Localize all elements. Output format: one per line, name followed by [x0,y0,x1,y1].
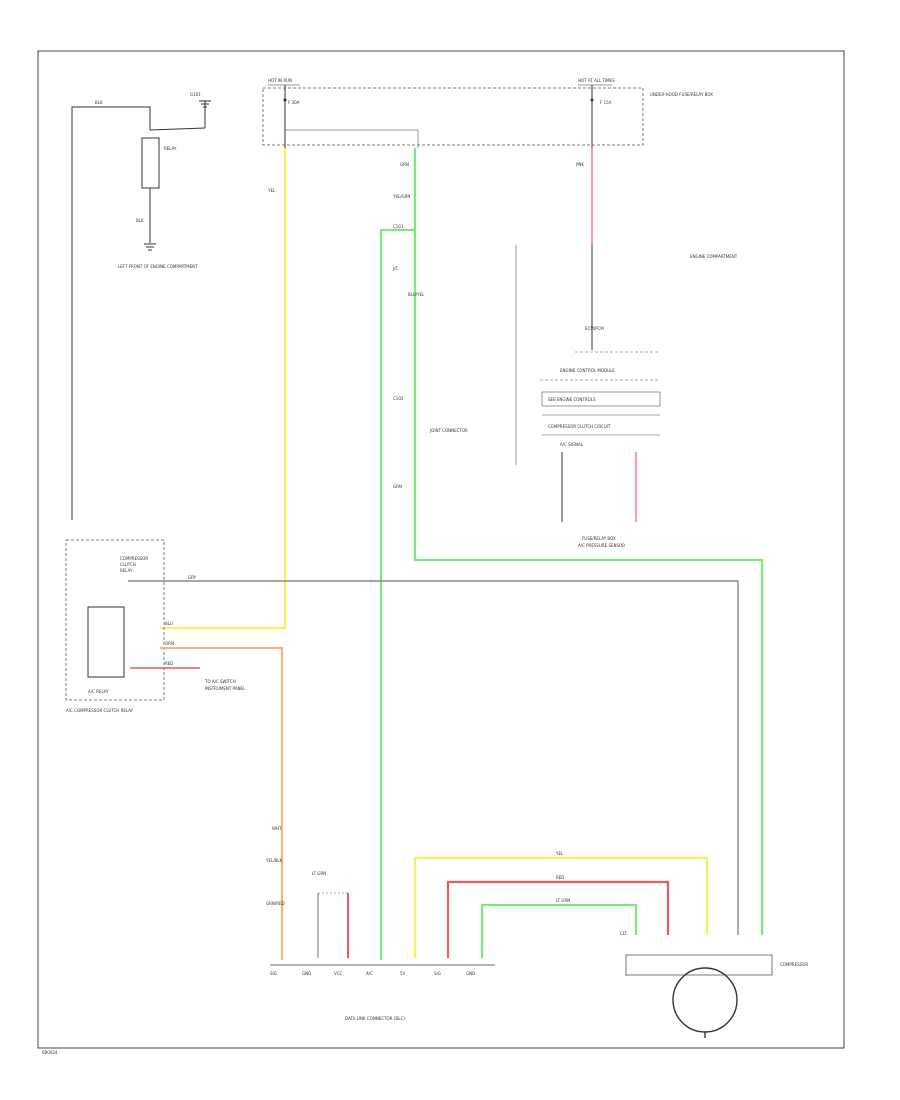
label-relay-sub: A/C COMPRESSOR CLUTCH RELAY [66,708,134,713]
relay-coil-box [87,606,125,678]
label-sensor-coil: RELAY [164,146,177,151]
fuse-box-right-header: HOT AT ALL TIMES [578,78,615,83]
fuse-box-top [262,87,644,146]
dlc-pin-3: VCC [334,971,343,976]
label-yel-top: YEL [267,188,276,193]
label-small-note-2: INSTRUMENT PANEL [205,686,246,691]
label-relay-line-2: CLUTCH [120,562,136,567]
label-pcm-row3: A/C SIGNAL [560,442,584,447]
label-relay-line-1: COMPRESSOR [120,556,148,561]
sensor-coil-box [141,137,160,189]
label-mod-note: ENGINE COMPARTMENT [690,254,738,259]
dlc-pin-labels: SIG GND VCC A/C 5V SIG GND [270,971,475,976]
label-red: RED [556,875,564,880]
label-pin-a5: CLT [620,931,627,936]
wire-yellow-compressor [413,856,709,958]
label-bottom-connector: DATA LINK CONNECTOR (DLC) [345,1016,405,1021]
fuse-internal-link [285,129,419,148]
fuse-a-node [283,98,287,102]
label-fuse-bottom: FUSE/RELAY BOX [582,536,616,541]
label-pcm: ECM/PCM [585,326,604,331]
dlc-pin-7: GND [466,971,475,976]
label-via: BLU/YEL [408,292,425,297]
label-grn-splice: C101 [393,224,404,229]
wire-yellow-main [160,148,287,630]
diagram-frame [37,50,845,1049]
wire-orange-main [160,646,284,960]
relay-module-box [65,539,165,701]
label-yel-grn: YEL/GRN [392,194,410,199]
label-left-ground: LEFT FRONT OF ENGINE COMPARTMENT [118,264,198,269]
fuse-b-id: F 15A [600,100,612,105]
dlc-pin-6: SIG [434,971,441,976]
fuse-box-name: UNDER-HOOD FUSE/RELAY BOX [650,92,713,97]
label-orn-side: ORN [165,641,174,646]
label-pcm-sub: ENGINE CONTROL MODULE [560,368,615,373]
sensor-arm [149,127,206,131]
label-gry-side: GRY [188,575,197,580]
wire-green-left [379,228,415,960]
ground-left-icon [144,243,156,251]
label-wire-a1: WHT [272,826,282,831]
label-motor: COMPRESSOR [780,962,808,967]
wire-green-right [413,148,764,935]
fuse-a-id: F 30A [288,100,300,105]
wire-ltgreen-compressor [480,903,638,958]
label-relay-module: A/C RELAY [88,689,109,694]
label-pnk-top: PNK [576,162,584,167]
wire-gray-main [128,580,739,935]
label-relay-line-3: RELAY [120,568,133,573]
label-blu-side: BLU [165,621,173,626]
wire-black-left-top [71,106,151,520]
label-blk-left-top: BLK [95,100,103,105]
label-red-side: RED [165,661,173,666]
label-splice-b: C102 [393,396,404,401]
compressor-connector [625,954,773,976]
label-ground-top: G101 [190,92,201,97]
dlc-pin-4: A/C [366,971,373,976]
label-pcm-row2: COMPRESSOR CLUTCH CIRCUIT [548,424,611,429]
wire-red-compressor [446,880,670,958]
label-junction-a: J/C [392,266,399,271]
fuse-b-node [590,98,594,102]
label-ecm-bottom: A/C PRESSURE SENSOR [578,543,625,548]
fuse-box-left-header: HOT IN RUN [268,78,292,83]
dlc-pin-1: SIG [270,971,277,976]
label-pcm-row1: SEE ENGINE CONTROLS [548,397,596,402]
label-wire-a2: YEL/BLK [265,858,283,863]
label-wire-a3: GRN/RED [266,901,285,906]
ground-top-icon [199,100,211,108]
corner-reference: 6B0024 [42,1050,58,1055]
dlc-pin-5: 5V [400,971,406,976]
label-grn-b: LT GRN [312,871,326,876]
label-joint: JOINT CONNECTOR [429,428,468,433]
label-yel: YEL [555,851,564,856]
label-blk-left-bottom: BLK [136,218,144,223]
label-grn-top: GRN [400,162,409,167]
dlc-pin-2: GND [302,971,311,976]
label-ltgrn: LT GRN [556,898,570,903]
label-small-note: TO A/C SWITCH [204,679,236,684]
label-green-mid: GRN [393,484,402,489]
compressor-motor-icon [672,967,738,1033]
pcm-row1-box [541,391,661,407]
